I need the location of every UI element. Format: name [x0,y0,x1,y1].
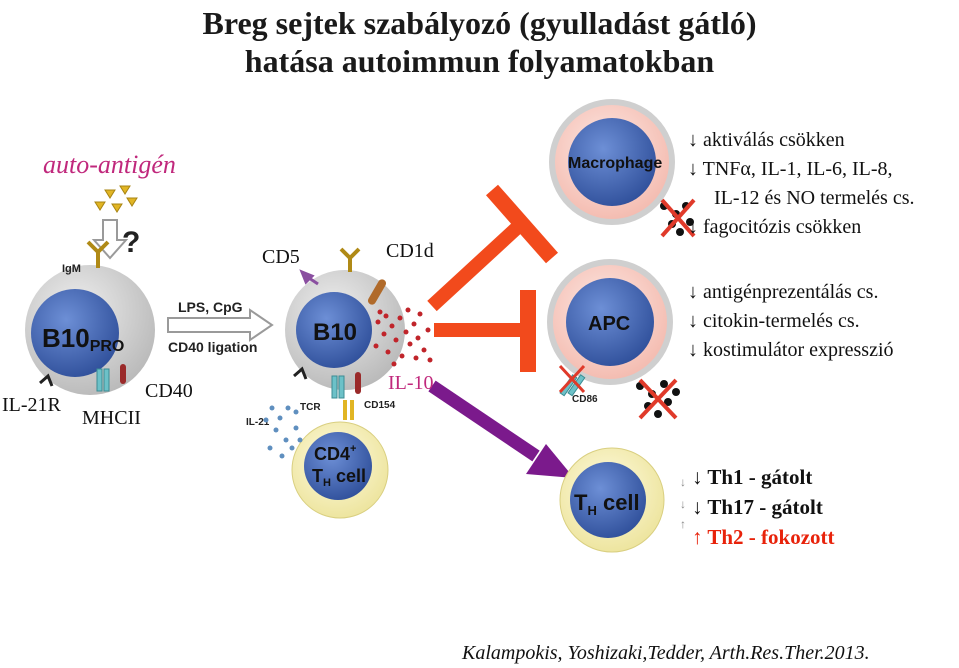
inhibit-arrow-apc [434,290,528,372]
purple-arrow-th [432,386,574,478]
cd4-th-label: TH cell [312,466,366,489]
b10pro-cell [25,242,155,395]
th-small-arrows: ↓ ↓ ↑ [680,475,686,531]
tcr-label: TCR [300,402,321,413]
il21r-icon-2 [294,369,306,379]
il21r-label: IL-21R [2,394,61,417]
macrophage-effects: aktiválás csökken TNFα, IL-1, IL-6, IL-8… [688,126,915,242]
effect-item: antigénprezentálás cs. [688,278,894,307]
effect-item: TNFα, IL-1, IL-6, IL-8, [688,155,915,184]
effect-item: kostimulátor expresszió [688,336,894,365]
mhcii-label: MHCII [82,407,141,430]
effect-item: IL-12 és NO termelés cs. [688,184,915,213]
cd86-label: CD86 [572,394,598,405]
svg-text:↑: ↑ [680,517,686,531]
macrophage-label: Macrophage [568,155,662,172]
th-effects: ↓ Th1 - gátolt ↓ Th17 - gátolt ↑ Th2 - f… [692,462,835,552]
bcr-receptor-icon [341,249,359,272]
inhibit-arrow-macrophage [432,190,552,306]
th2-effect: ↑ Th2 - fokozott [692,522,835,552]
apc-label: APC [588,313,630,335]
cd154-label: CD154 [364,400,396,411]
cd40-ligation-label: CD40 ligation [168,339,257,355]
cd1d-label: CD1d [386,240,434,263]
cd5-label: CD5 [262,246,300,269]
b10-label: B10 [313,319,357,346]
effect-item: aktiválás csökken [688,126,915,155]
effect-item: citokin-termelés cs. [688,307,894,336]
question-mark: ? [122,226,140,259]
effect-item: fagocitózis csökken [688,213,915,242]
th1-effect: ↓ Th1 - gátolt [692,462,835,492]
svg-text:↓: ↓ [680,475,686,489]
il21r-icon [40,376,52,386]
citation: Kalampokis, Yoshizaki,Tedder, Arth.Res.T… [462,642,870,665]
cytokine-cluster-apc [636,380,680,418]
svg-text:↓: ↓ [680,497,686,511]
apc-effects: antigénprezentálás cs. citokin-termelés … [688,278,894,365]
antigen-triangles [95,186,137,212]
il10-label: IL-10 [388,372,434,395]
cd40-label: CD40 [145,380,193,403]
mhcii-icon [97,369,102,391]
igm-label: IgM [62,263,81,275]
th-cell-label: TH cell [574,490,640,518]
lps-label: LPS, CpG [178,299,243,315]
cd40-icon [120,364,126,384]
th17-effect: ↓ Th17 - gátolt [692,492,835,522]
